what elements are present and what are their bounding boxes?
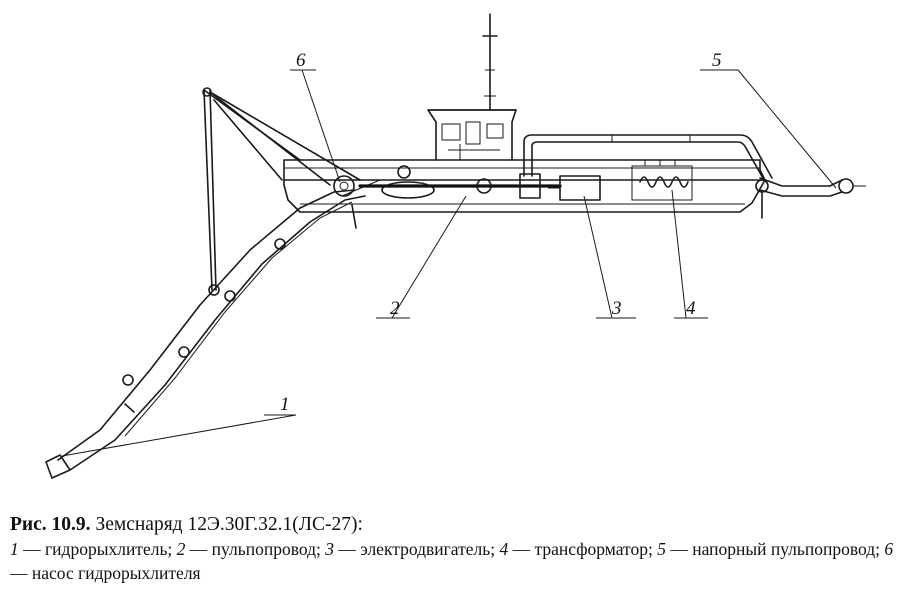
legend-num-4: 4: [499, 539, 509, 559]
electric-motor: [548, 175, 601, 201]
legend-num-5: 5: [657, 539, 666, 559]
figure-title: Земснаряд 12Э.30Г.32.1(ЛС-27):: [95, 514, 363, 535]
legend-text-2: — пульпопровод;: [185, 539, 326, 559]
suction-pipeline: [358, 165, 562, 199]
callout-3: 3: [611, 298, 622, 319]
legend-num-1: 1: [10, 539, 19, 559]
callout-2: 2: [390, 298, 400, 319]
legend-text-1: — гидрорыхлитель;: [18, 539, 177, 559]
legend-num-2: 2: [176, 539, 186, 559]
legend-text-6: — насос гидрорыхлителя: [10, 563, 201, 583]
cabin: [427, 109, 517, 161]
callout-5: 5: [712, 50, 722, 71]
figure-label: Рис. 10.9.: [10, 514, 91, 535]
callout-6: 6: [296, 50, 306, 71]
callout-1: 1: [280, 394, 290, 415]
transformer: [631, 160, 693, 201]
cutter-ladder: [45, 179, 381, 479]
mast: [482, 13, 498, 111]
callout-4: 4: [686, 298, 696, 319]
caption-legend: 1 — гидрорыхлитель; 2 — пульпопровод; 3 …: [10, 537, 905, 585]
figure-caption: Рис. 10.9. Земснаряд 12Э.30Г.32.1(ЛС-27)…: [10, 512, 905, 585]
caption-title-line: Рис. 10.9. Земснаряд 12Э.30Г.32.1(ЛС-27)…: [10, 512, 905, 537]
gantry-frame: [202, 87, 361, 296]
legend-text-4: — трансформатор;: [508, 539, 658, 559]
cutter-pump: [333, 175, 355, 197]
hull: [283, 159, 766, 213]
dredger-drawing: 1 2 3 4 5 6: [45, 13, 866, 479]
leader-lines: [61, 69, 837, 457]
legend-text-5: — напорный пульпопровод;: [665, 539, 885, 559]
legend-num-6: 6: [884, 539, 894, 559]
pressure-pipeline: [523, 134, 866, 219]
legend-num-3: 3: [325, 539, 334, 559]
legend-text-3: — электродвигатель;: [334, 539, 500, 559]
